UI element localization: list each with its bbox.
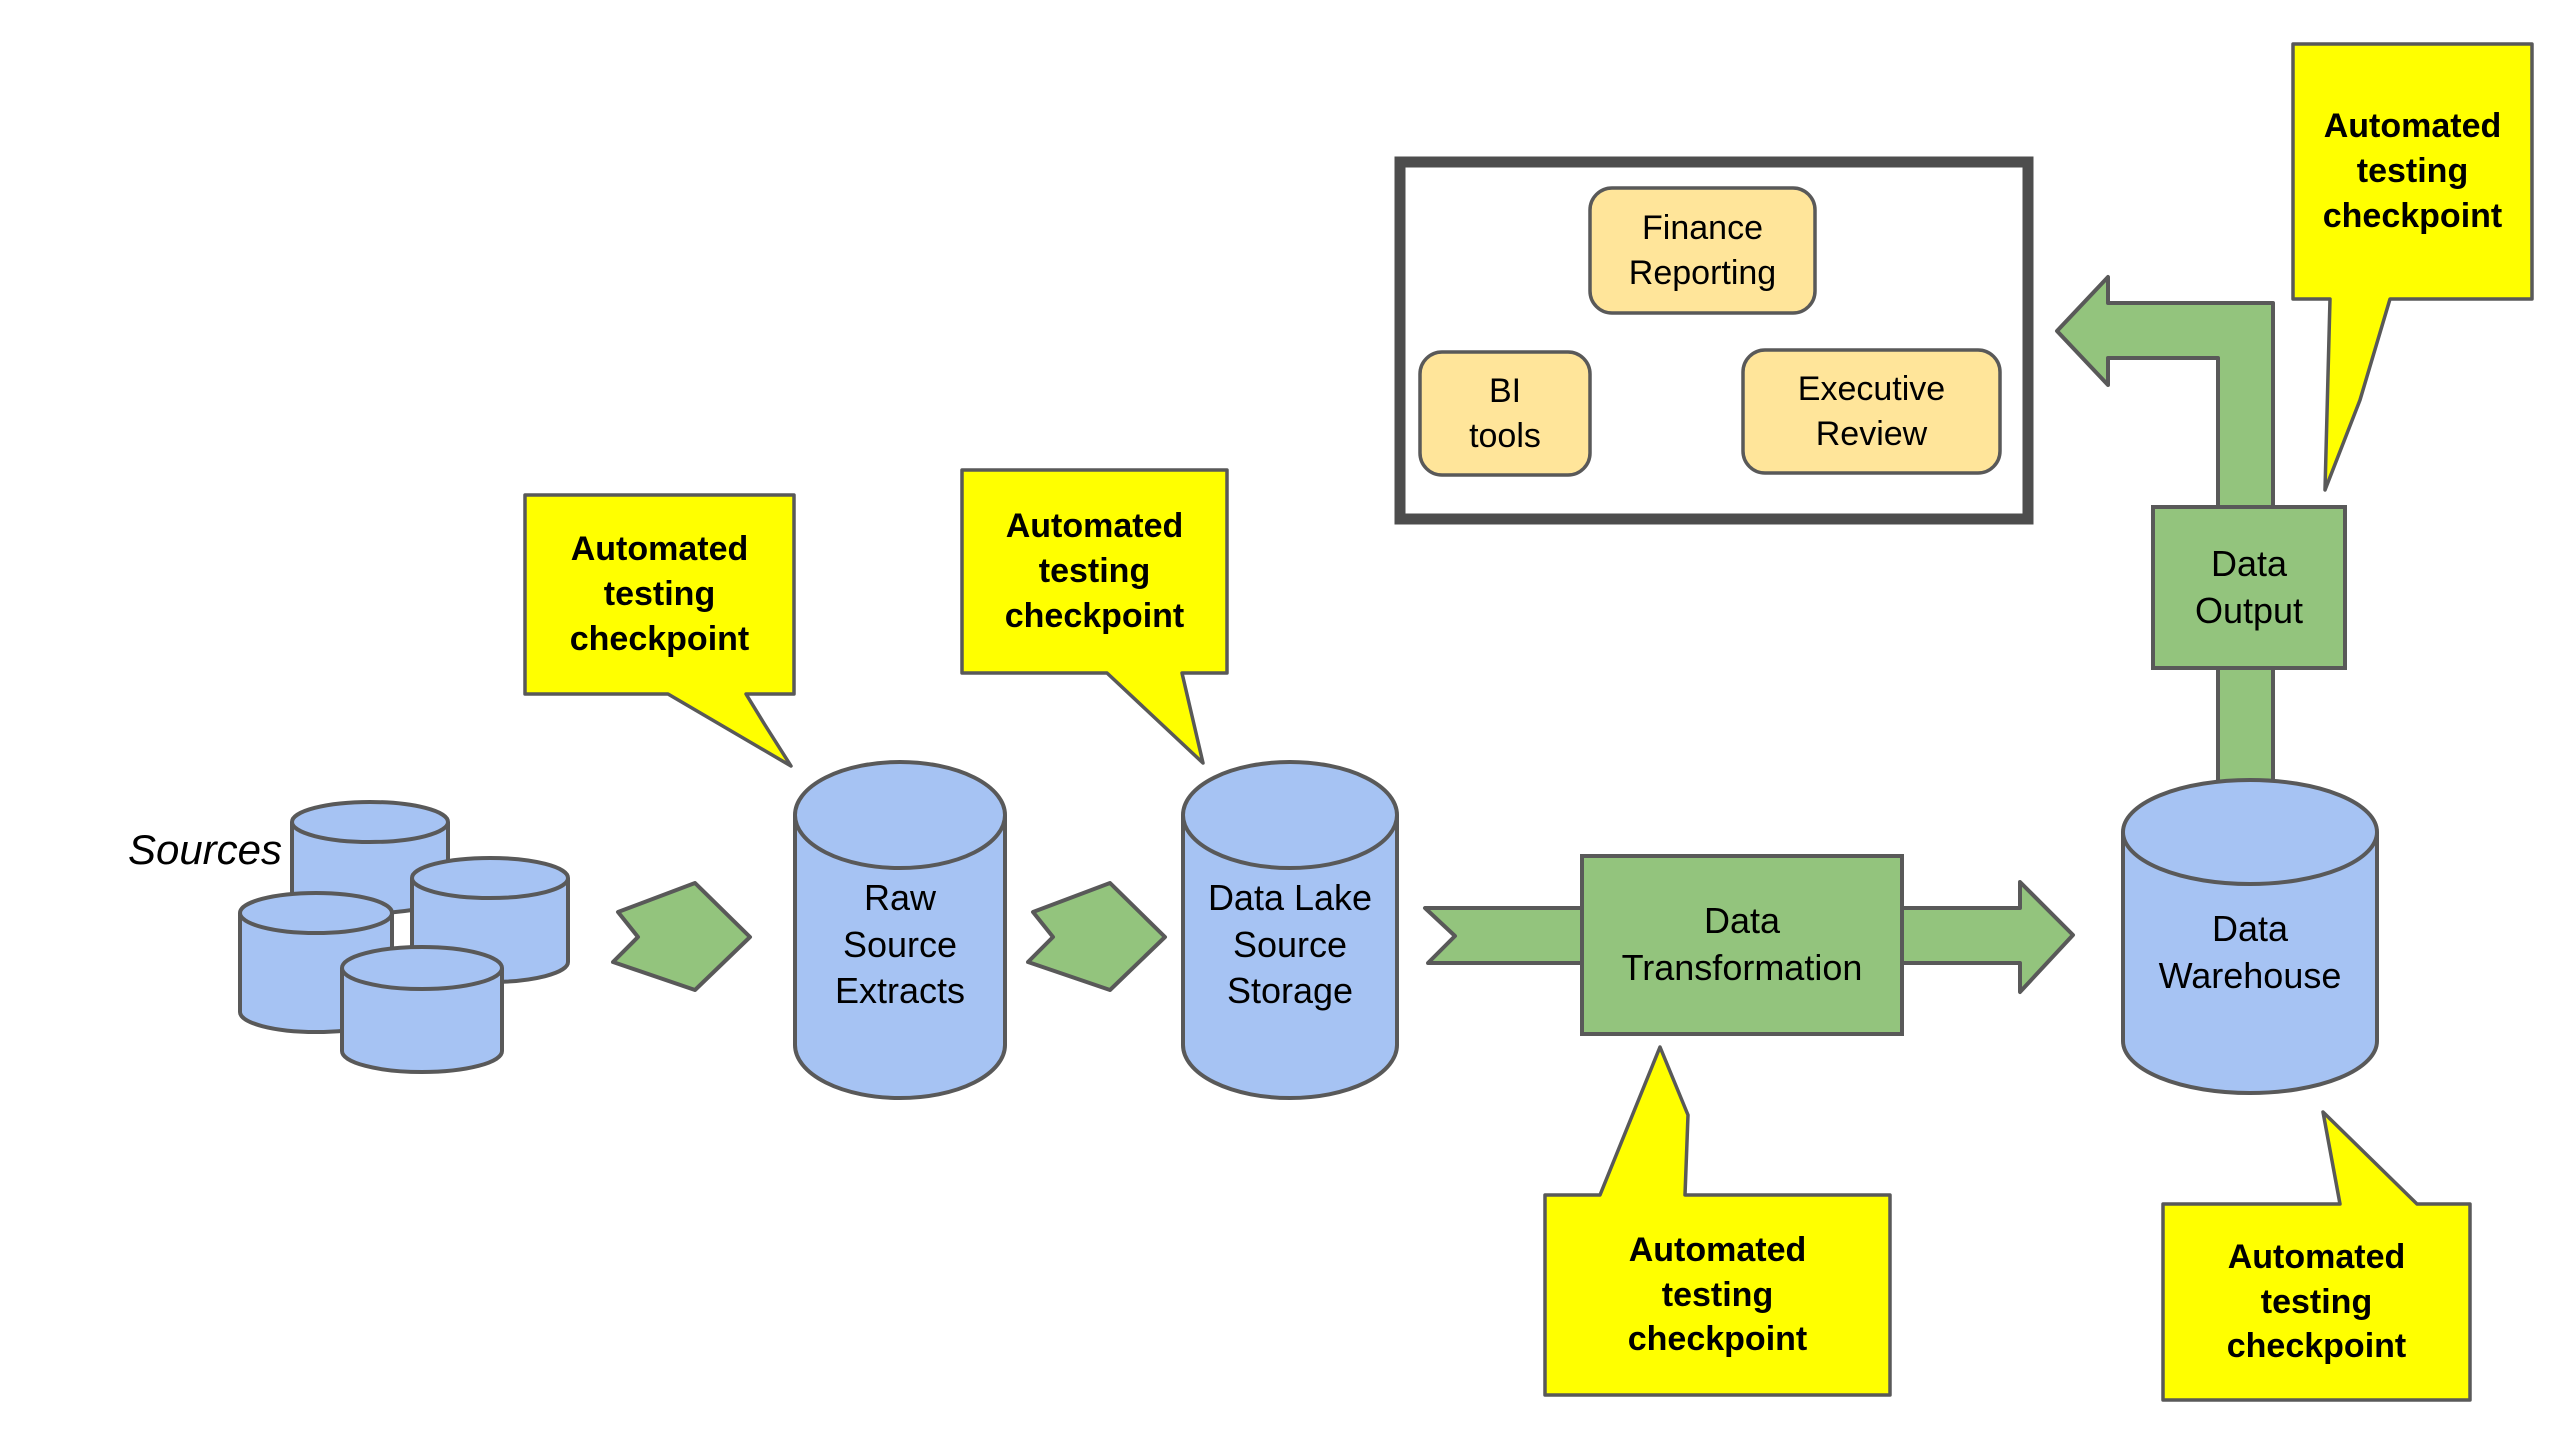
bi-tools-box [1418,350,1592,477]
checkpoint-callout-transformation [1543,1045,1892,1397]
source-cylinder-3-top [238,891,394,935]
data-lake-cylinder-top [1181,760,1399,870]
checkpoint-callout-warehouse [2161,1110,2472,1402]
checkpoint-label-output: Automated testing checkpoint [2322,107,2503,235]
executive-review-label: Executive Review [1797,370,1946,453]
data-transformation-label: Data Transformation [1621,900,1863,988]
flow-arrow-raw-to-lake [1026,881,1167,992]
source-cylinder-2-top [410,856,570,900]
checkpoint-callout-raw [523,493,796,768]
raw-source-extracts-cylinder-top [793,760,1007,870]
source-cylinder-4 [340,968,504,1074]
checkpoint-callout-data-lake [960,468,1229,765]
checkpoint-label-raw: Automated testing checkpoint [569,530,750,658]
data-output-box [2151,505,2347,670]
data-warehouse-label: Data Warehouse [2158,907,2342,996]
checkpoint-label-data-lake: Automated testing checkpoint [1004,507,1185,635]
checkpoint-callout-output [2291,42,2534,492]
raw-source-extracts-label: Raw Source Extracts [834,876,966,1012]
executive-review-box [1741,348,2002,475]
source-databases-cluster [238,800,570,1074]
checkpoint-label-transformation: Automated testing checkpoint [1627,1230,1808,1359]
source-cylinder-4-top [340,945,504,991]
data-lake-cylinder [1181,815,1399,1100]
data-output-label: Data Output [2194,542,2304,631]
data-lake-label: Data Lake Source Storage [1207,876,1373,1012]
sources-label: Sources [127,825,283,873]
source-cylinder-1-top [290,800,450,844]
flow-arrow-sources-to-raw [611,881,752,992]
checkpoint-label-warehouse: Automated testing checkpoint [2226,1237,2407,1366]
bi-tools-label: BI tools [1469,372,1541,455]
output-elbow-arrow [2055,275,2275,512]
data-warehouse-cylinder-top [2121,778,2379,886]
data-warehouse-cylinder [2121,832,2379,1095]
raw-source-extracts-cylinder [793,815,1007,1100]
data-transformation-box [1580,854,1904,1036]
finance-reporting-label: Finance Reporting [1628,209,1777,292]
finance-reporting-box [1588,186,1817,315]
